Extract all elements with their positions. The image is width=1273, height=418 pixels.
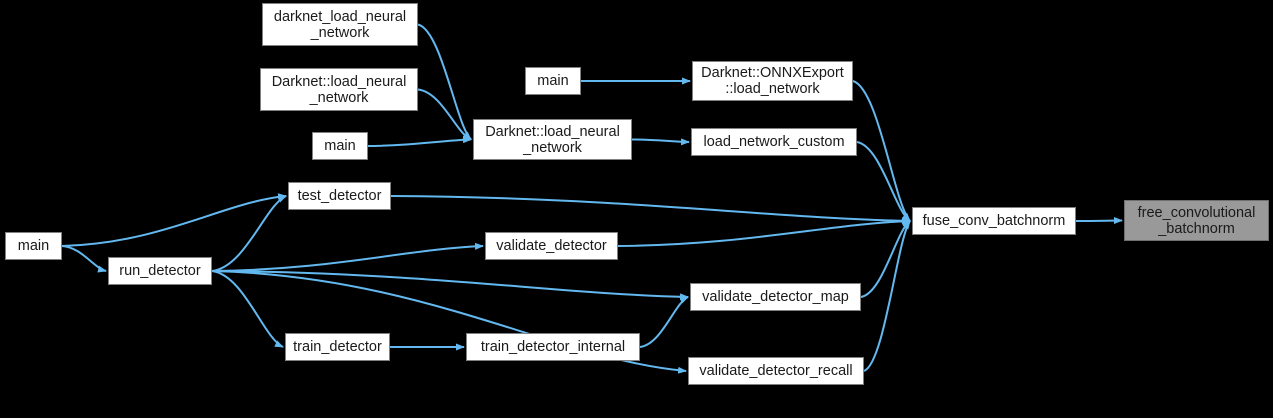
graph-edge-main_left-to-test_detector [61, 193, 287, 247]
graph-edge-main_left-to-run_detector [61, 245, 107, 273]
graph-edge-validate_detector_recall-to-fuse_conv_batchnorm [863, 220, 911, 372]
graph-node-main_left[interactable]: main [5, 232, 62, 260]
graph-edge-Darknet_ONNXExport_load_network-to-fuse_conv_batchnorm [852, 80, 911, 222]
graph-node-main_top_mid[interactable]: main [525, 67, 581, 95]
graph-node-run_detector[interactable]: run_detector [108, 257, 212, 285]
graph-edge-Darknet_load_neural_network_decl-to-Darknet_load_neural_network [417, 88, 472, 141]
graph-edge-run_detector-to-test_detector [211, 195, 287, 272]
graph-node-label: test_detector [297, 188, 382, 204]
graph-node-Darknet_load_neural_network_decl[interactable]: Darknet::load_neural _network [260, 68, 418, 111]
graph-node-label: run_detector [119, 263, 201, 279]
graph-edge-run_detector-to-validate_detector [211, 242, 484, 272]
graph-node-validate_detector_recall[interactable]: validate_detector_recall [688, 357, 864, 385]
graph-node-label: darknet_load_neural _network [273, 8, 407, 41]
graph-node-label: Darknet::load_neural _network [485, 123, 620, 156]
graph-node-Darknet_ONNXExport_load_network[interactable]: Darknet::ONNXExport ::load_network [692, 61, 853, 101]
graph-edge-run_detector-to-validate_detector_recall [211, 270, 687, 374]
graph-node-label: validate_detector_recall [699, 363, 853, 379]
graph-node-label: validate_detector_map [702, 289, 849, 305]
graph-node-train_detector[interactable]: train_detector [285, 333, 390, 361]
graph-node-validate_detector_map[interactable]: validate_detector_map [690, 283, 861, 311]
graph-node-label: train_detector [293, 339, 382, 355]
graph-edge-load_network_custom-to-fuse_conv_batchnorm [856, 141, 911, 222]
graph-edge-run_detector-to-train_detector [211, 270, 284, 348]
graph-node-label: main [17, 238, 50, 254]
graph-node-load_network_custom[interactable]: load_network_custom [691, 128, 857, 156]
graph-node-label: Darknet::ONNXExport ::load_network [701, 65, 844, 97]
graph-edge-validate_detector-to-fuse_conv_batchnorm [617, 217, 911, 247]
graph-node-free_convolutional_batchnorm[interactable]: free_convolutional _batchnorm [1124, 200, 1269, 241]
graph-node-label: load_network_custom [703, 134, 845, 150]
graph-node-label: main [537, 73, 569, 89]
graph-node-label: main [324, 138, 356, 154]
graph-node-train_detector_internal[interactable]: train_detector_internal [466, 333, 640, 361]
graph-node-label: Darknet::load_neural _network [271, 73, 407, 106]
graph-node-fuse_conv_batchnorm[interactable]: fuse_conv_batchnorm [912, 207, 1076, 235]
graph-node-label: validate_detector [496, 238, 607, 254]
graph-node-validate_detector[interactable]: validate_detector [485, 232, 618, 260]
graph-edge-run_detector-to-validate_detector_map [211, 270, 689, 301]
graph-edge-train_detector_internal-to-validate_detector_map [639, 296, 689, 348]
graph-edge-main_left_top-to-Darknet_load_neural_network [367, 136, 472, 147]
graph-edge-validate_detector_map-to-fuse_conv_batchnorm [860, 220, 911, 298]
graph-node-label: free_convolutional _batchnorm [1137, 204, 1256, 237]
graph-node-main_left_top[interactable]: main [312, 132, 368, 160]
graph-edge-darknet_load_neural_network-to-Darknet_load_neural_network [417, 23, 472, 141]
graph-node-darknet_load_neural_network[interactable]: darknet_load_neural _network [262, 3, 418, 46]
graph-node-label: train_detector_internal [480, 339, 626, 355]
graph-edge-Darknet_load_neural_network-to-load_network_custom [631, 138, 690, 146]
graph-node-Darknet_load_neural_network[interactable]: Darknet::load_neural _network [473, 119, 632, 160]
graph-node-test_detector[interactable]: test_detector [288, 182, 391, 210]
graph-edge-test_detector-to-fuse_conv_batchnorm [390, 195, 911, 225]
graph-edge-fuse_conv_batchnorm-to-free_convolutional_batchnorm [1075, 217, 1123, 225]
graph-node-label: fuse_conv_batchnorm [922, 213, 1066, 229]
